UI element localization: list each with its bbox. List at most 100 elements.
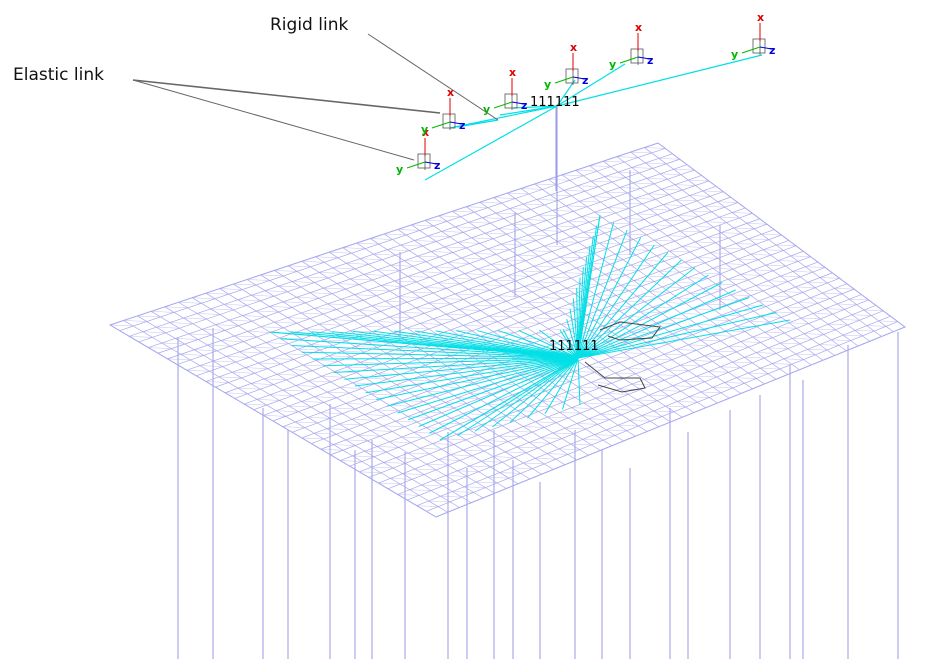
mesh-diag bbox=[332, 267, 356, 270]
mesh-diag bbox=[468, 222, 491, 224]
top-link-4 bbox=[556, 79, 576, 107]
slab-rigid-link-36 bbox=[577, 244, 655, 359]
mesh-diag bbox=[633, 182, 655, 184]
mesh-diag bbox=[401, 436, 424, 439]
mesh-diag bbox=[378, 482, 401, 485]
mesh-diag bbox=[288, 405, 312, 408]
mesh-diag bbox=[725, 263, 746, 265]
mesh-diag bbox=[225, 392, 248, 394]
z-axis-line bbox=[637, 56, 651, 60]
mesh-diag bbox=[820, 277, 840, 279]
mesh-diag bbox=[582, 439, 604, 441]
mesh-diag bbox=[746, 305, 767, 307]
mesh-diag bbox=[233, 283, 257, 286]
mesh-diag bbox=[475, 445, 497, 447]
mesh-diag bbox=[822, 292, 843, 295]
mesh-diag bbox=[608, 289, 629, 291]
mesh-diag bbox=[507, 275, 529, 277]
opening-outline-lower bbox=[584, 361, 646, 393]
mesh-diag bbox=[565, 205, 588, 207]
mesh-diag bbox=[505, 451, 527, 453]
mesh-diag bbox=[678, 215, 699, 217]
mesh-diag bbox=[501, 311, 524, 313]
y-axis-label: y bbox=[396, 163, 403, 176]
mesh-diag bbox=[482, 217, 504, 219]
mesh-diag bbox=[265, 290, 288, 292]
mesh-diag bbox=[420, 323, 442, 325]
mesh-diag bbox=[109, 324, 134, 327]
mesh-diag bbox=[795, 286, 816, 288]
mesh-diag bbox=[533, 266, 556, 268]
slab-rigid-link-67 bbox=[562, 357, 579, 410]
axes-box bbox=[630, 48, 644, 64]
z-axis-line bbox=[511, 101, 525, 105]
slab-rigid-link-7 bbox=[344, 357, 579, 380]
mesh-diag bbox=[776, 244, 797, 246]
mesh-diag bbox=[477, 268, 500, 271]
mesh-diag bbox=[461, 257, 483, 260]
mesh-diag bbox=[452, 381, 474, 384]
opening-outline-upper bbox=[599, 321, 661, 341]
mesh-diag bbox=[339, 423, 362, 426]
mesh-diag bbox=[471, 237, 494, 239]
mesh-diag bbox=[710, 252, 731, 254]
mesh-diag bbox=[668, 318, 690, 320]
mesh-diag bbox=[451, 278, 474, 280]
mesh-diag bbox=[712, 387, 733, 389]
mesh-diag bbox=[672, 385, 693, 387]
mesh-diag bbox=[363, 274, 386, 276]
mesh-diag bbox=[600, 413, 622, 416]
mesh-diag bbox=[668, 369, 689, 371]
mesh-line-v-6 bbox=[167, 175, 702, 360]
mesh-diag bbox=[801, 317, 821, 319]
mesh-diag bbox=[810, 297, 830, 299]
mesh-diag bbox=[148, 347, 172, 349]
mesh-diag bbox=[748, 372, 769, 374]
mesh-diag bbox=[481, 284, 503, 286]
mesh-diag bbox=[735, 243, 757, 245]
mesh-diag bbox=[680, 365, 701, 367]
mesh-diag bbox=[347, 366, 370, 369]
axes-box bbox=[565, 68, 579, 84]
mesh-diag bbox=[350, 330, 373, 332]
mesh-diag bbox=[447, 365, 469, 368]
mesh-diag bbox=[750, 254, 771, 256]
mesh-diag bbox=[276, 410, 299, 412]
mesh-diag bbox=[463, 413, 485, 415]
mesh-diag bbox=[525, 219, 547, 221]
mesh-diag bbox=[625, 233, 647, 236]
mesh-diag bbox=[424, 287, 447, 289]
mesh-diag bbox=[623, 218, 645, 220]
mesh-diag bbox=[764, 332, 785, 334]
mesh-diag bbox=[783, 291, 803, 293]
x-axis-label: x bbox=[422, 126, 429, 139]
mesh-diag bbox=[437, 334, 460, 336]
slab-rigid-link-61 bbox=[457, 357, 579, 437]
mesh-diag bbox=[669, 251, 691, 253]
mesh-diag bbox=[548, 328, 570, 330]
mesh-diag bbox=[333, 407, 356, 410]
mesh-diag bbox=[329, 252, 352, 254]
mesh-diag bbox=[376, 409, 399, 412]
mesh-diag bbox=[831, 339, 851, 341]
mesh-diag bbox=[510, 342, 532, 344]
z-axis-label: z bbox=[647, 54, 653, 67]
slab-rigid-link-1 bbox=[280, 338, 579, 359]
mesh-diag bbox=[549, 380, 571, 382]
mesh-diag bbox=[252, 347, 276, 349]
mesh-diag bbox=[638, 229, 660, 231]
mesh-diag bbox=[274, 322, 297, 324]
slab-rigid-link-44 bbox=[577, 304, 763, 359]
mesh-diag bbox=[523, 426, 545, 428]
mesh-diag bbox=[246, 279, 270, 281]
mesh-diag bbox=[681, 313, 702, 315]
mesh-diag bbox=[692, 360, 713, 362]
mesh-diag bbox=[416, 359, 439, 361]
z-axis-label: z bbox=[582, 74, 588, 87]
mesh-diag bbox=[205, 292, 229, 295]
mesh-diag bbox=[414, 240, 437, 242]
slab-rigid-link-43 bbox=[577, 297, 750, 359]
mesh-diag bbox=[550, 194, 572, 196]
mesh-diag bbox=[691, 210, 712, 212]
